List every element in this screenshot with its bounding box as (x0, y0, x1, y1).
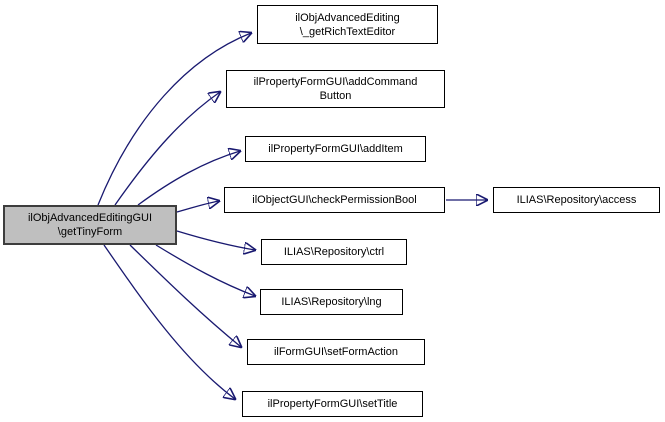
edge-gettinyform-to-getrichtexteditor (97, 33, 251, 206)
node-label-line: ilObjAdvancedEditingGUI (27, 212, 153, 224)
edge-gettinyform-to-lng (155, 244, 255, 296)
edge-gettinyform-to-setformaction (129, 244, 241, 347)
node-label-line: \_getRichTextEditor (299, 25, 396, 38)
node-label-line: Button (319, 90, 352, 102)
node-ilobjadvancededitinggui-gettinyform: ilObjAdvancedEditingGUI \getTinyForm (3, 205, 177, 245)
node-label-line: ilObjAdvancedEditing (295, 11, 400, 24)
node-label-line: \getTinyForm (57, 226, 123, 238)
edge-gettinyform-to-addcommandbutton (114, 92, 220, 206)
node-ilias-repository-access[interactable]: ILIAS\Repository\access (493, 187, 660, 213)
node-label-line: ILIAS\Repository\lng (281, 296, 382, 308)
node-ilias-repository-ctrl[interactable]: ILIAS\Repository\ctrl (261, 239, 407, 265)
node-label-line: ilPropertyFormGUI\addCommand (253, 76, 418, 88)
node-label-line: ilPropertyFormGUI\addItem (268, 143, 403, 155)
node-ilpropertyformgui-addcommandbutton[interactable]: ilPropertyFormGUI\addCommand Button (226, 70, 445, 108)
node-label-line: ilObjectGUI\checkPermissionBool (252, 194, 417, 206)
node-ilpropertyformgui-additem[interactable]: ilPropertyFormGUI\addItem (245, 136, 426, 162)
edge-gettinyform-to-checkpermissionbool (176, 201, 219, 213)
node-ilpropertyformgui-settitle[interactable]: ilPropertyFormGUI\setTitle (242, 391, 423, 417)
node-label-line: ilFormGUI\setFormAction (273, 346, 399, 358)
node-label-line: ILIAS\Repository\ctrl (283, 246, 385, 258)
node-label-line: ilPropertyFormGUI\setTitle (267, 398, 398, 410)
node-ilobjectgui-checkpermissionbool[interactable]: ilObjectGUI\checkPermissionBool (224, 187, 445, 213)
node-ilobjadvancedediting-getrichtexteditor[interactable]: ilObjAdvancedEditing \_getRichTextEditor (257, 5, 438, 44)
edge-gettinyform-to-additem (137, 151, 240, 206)
node-label-line: ILIAS\Repository\access (516, 194, 637, 206)
edge-gettinyform-to-ctrl (176, 230, 255, 250)
node-ilformgui-setformaction[interactable]: ilFormGUI\setFormAction (247, 339, 425, 365)
node-ilias-repository-lng[interactable]: ILIAS\Repository\lng (260, 289, 403, 315)
edge-gettinyform-to-settitle (103, 244, 235, 399)
